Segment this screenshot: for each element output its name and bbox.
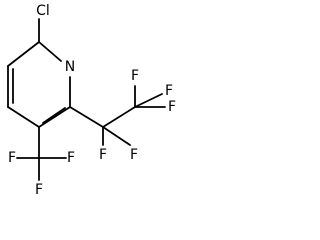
bond-cf2-f2 <box>102 126 131 146</box>
fluorine-label-terminal-right: F <box>168 99 176 115</box>
chemical-structure-diagram: Cl N F F F F F F F F <box>7 3 176 198</box>
nitrogen-label: N <box>65 59 75 75</box>
bond-cf2-cf3 <box>102 106 136 128</box>
bond-c4-c3 <box>7 106 40 128</box>
fluorine-label-cf2-right: F <box>130 147 138 163</box>
fluorine-label-terminal-top: F <box>131 68 139 84</box>
bond-c3-c2-inner <box>42 107 66 124</box>
bond-c3-c2 <box>38 106 71 128</box>
bond-c2-cf2 <box>69 106 104 128</box>
atom-labels: Cl N F F F F F F F F <box>8 3 176 198</box>
ring-bonds <box>7 41 71 128</box>
fluorine-label-cf3-left: F <box>8 150 16 166</box>
fluorine-label-cf3-right: F <box>67 150 75 166</box>
chlorine-label: Cl <box>36 3 50 19</box>
structure-canvas: Cl N F F F F F F F F <box>7 3 177 198</box>
substituent-bonds <box>16 18 166 181</box>
bond-c6-n1 <box>38 41 62 62</box>
fluorine-label-cf2-left: F <box>99 147 107 163</box>
fluorine-label-cf3-bottom: F <box>35 182 43 198</box>
bond-terminal-cf3-f2 <box>134 93 163 108</box>
fluorine-label-terminal-upper-right: F <box>165 83 173 99</box>
bond-c6-c5 <box>7 41 40 67</box>
